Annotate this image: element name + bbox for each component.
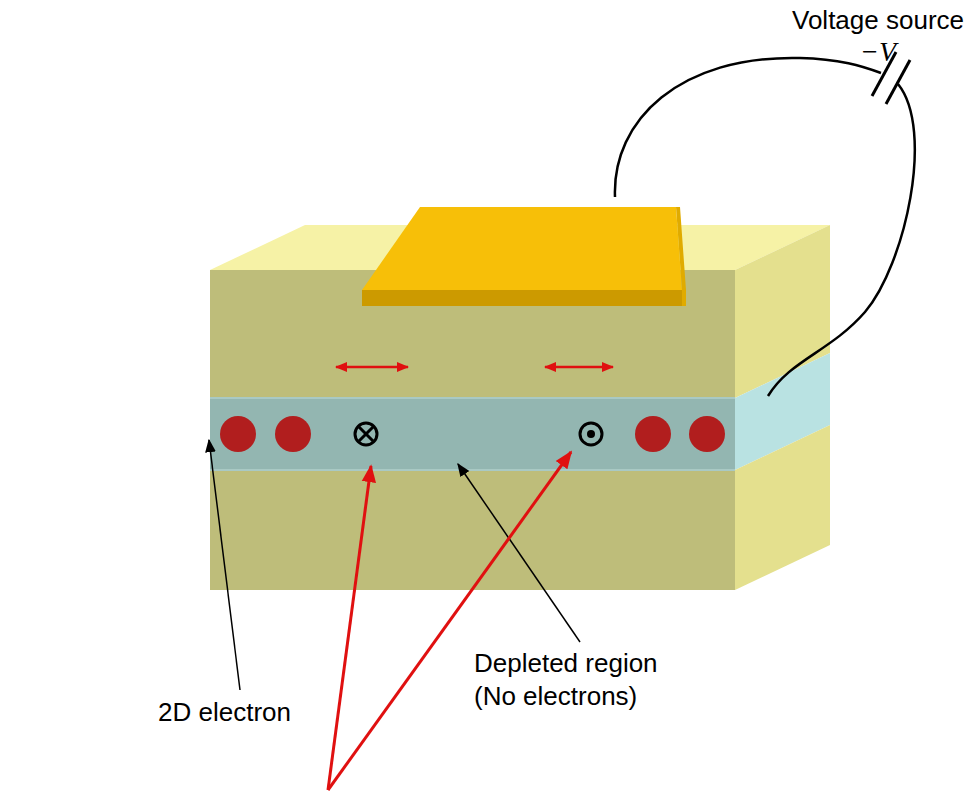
motion-arrow xyxy=(336,366,408,369)
region-label: Depleted region (No electrons) xyxy=(474,647,699,712)
leader-line xyxy=(458,464,580,642)
gate-wire xyxy=(615,58,881,197)
front-bottom-layer xyxy=(210,470,735,590)
edge-pointer xyxy=(328,452,571,790)
voltage-value: −V xyxy=(860,34,896,69)
voltage-source-label: Voltage source xyxy=(792,4,964,37)
gate-front xyxy=(362,290,682,306)
side-bottom-layer xyxy=(735,425,830,590)
out-of-page-symbol xyxy=(580,423,602,445)
layer-edge xyxy=(210,397,735,399)
motion-arrow xyxy=(545,366,613,369)
leader-line xyxy=(209,440,240,690)
front-2deg-layer xyxy=(210,398,735,470)
into-page-symbol xyxy=(355,423,377,445)
part-label: 2D electron xyxy=(158,696,291,729)
electron-dot xyxy=(220,416,256,452)
electron-dot xyxy=(275,416,311,452)
gate-side xyxy=(676,207,686,306)
layer-edge xyxy=(210,469,735,471)
ground-wire xyxy=(768,84,915,396)
electron-dot xyxy=(635,416,671,452)
gate-top xyxy=(362,207,682,290)
electron-dot xyxy=(689,416,725,452)
